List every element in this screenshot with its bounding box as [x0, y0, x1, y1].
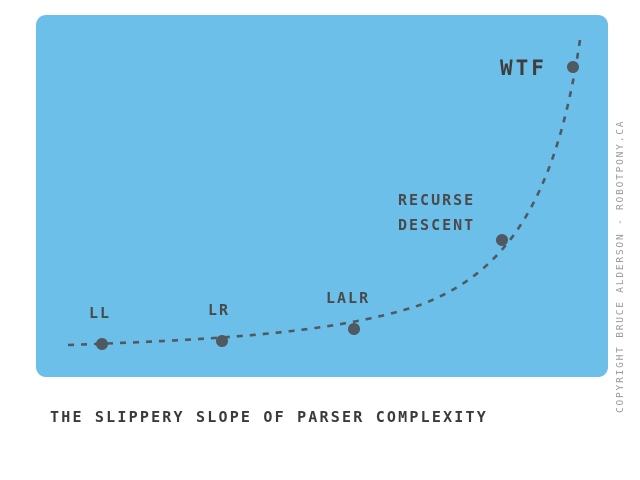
point-lr-label: LR — [208, 301, 230, 319]
point-recurse-descent-label-line2: DESCENT — [398, 216, 475, 234]
complexity-curve — [67, 39, 582, 347]
point-lr-marker — [216, 335, 228, 347]
point-wtf-marker — [567, 61, 579, 73]
point-ll-label: LL — [89, 304, 111, 322]
diagram-caption: THE SLIPPERY SLOPE OF PARSER COMPLEXITY — [50, 408, 488, 426]
point-ll-marker — [96, 338, 108, 350]
copyright-credit: COPYRIGHT BRUCE ALDERSON - ROBOTPONY.CA — [615, 119, 626, 413]
point-lalr-label: LALR — [326, 289, 370, 307]
diagram-panel — [36, 15, 608, 377]
point-wtf-label: WTF — [500, 56, 547, 80]
point-lalr-marker — [348, 323, 360, 335]
point-recurse-descent-label-line1: RECURSE — [398, 191, 475, 209]
point-recurse-descent-marker — [496, 234, 508, 246]
